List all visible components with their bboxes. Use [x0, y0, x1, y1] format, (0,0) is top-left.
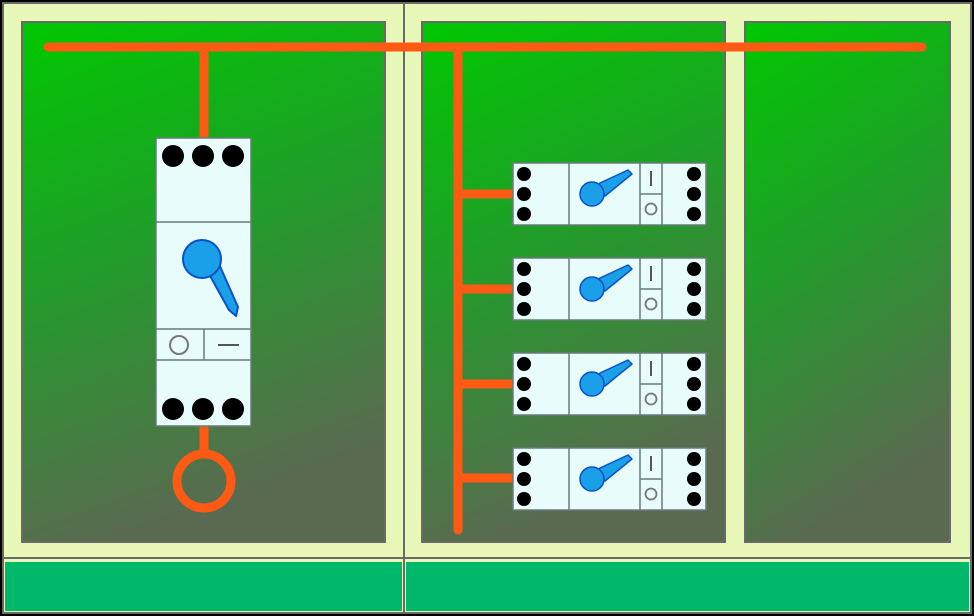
terminal-dot: [517, 207, 531, 221]
main-state-off-icon: [169, 335, 189, 355]
busbar: [43, 42, 927, 535]
terminal-dot: [517, 397, 531, 411]
base-strip-left: [5, 562, 402, 611]
base-strip-right: [406, 562, 969, 611]
branch-breaker-2[interactable]: [512, 257, 707, 321]
terminal-dot: [687, 187, 701, 201]
terminal-dot: [687, 452, 701, 466]
terminal-dot: [517, 187, 531, 201]
branch-breaker-1[interactable]: [512, 162, 707, 226]
branch-breaker-3[interactable]: [512, 352, 707, 416]
terminal-dot: [687, 492, 701, 506]
terminal-dot: [222, 145, 244, 167]
terminal-dot: [517, 262, 531, 276]
terminal-dot: [687, 167, 701, 181]
terminal-dot: [687, 282, 701, 296]
terminal-dot: [162, 145, 184, 167]
terminal-dot: [687, 377, 701, 391]
terminal-dot: [517, 452, 531, 466]
toggle-lever-icon[interactable]: [579, 264, 633, 302]
terminal-dot: [687, 357, 701, 371]
main-top-terminals: [162, 145, 244, 167]
terminal-dot: [687, 262, 701, 276]
terminal-dot: [517, 302, 531, 316]
terminal-dot: [162, 398, 184, 420]
terminal-dot: [192, 398, 214, 420]
terminal-dot: [192, 145, 214, 167]
terminal-dot: [687, 472, 701, 486]
terminal-dot: [517, 357, 531, 371]
main-isolator-switch[interactable]: [155, 137, 252, 427]
panel-right: [744, 21, 951, 543]
breaker-state-off-icon: [644, 487, 658, 501]
terminal-dot: [517, 167, 531, 181]
terminal-dot: [687, 302, 701, 316]
branch-breaker-4[interactable]: [512, 447, 707, 511]
branch-breakers: [512, 162, 707, 511]
breaker-state-off-icon: [644, 297, 658, 311]
toggle-lever-icon[interactable]: [579, 359, 633, 397]
terminal-dot: [687, 207, 701, 221]
terminal-dot: [517, 472, 531, 486]
main-bottom-terminals: [162, 398, 244, 420]
terminal-dot: [517, 282, 531, 296]
terminal-dot: [517, 492, 531, 506]
ring-terminal-icon: [172, 449, 236, 513]
breaker-state-off-icon: [644, 202, 658, 216]
rotary-handle-icon[interactable]: [182, 239, 239, 317]
terminal-dot: [222, 398, 244, 420]
terminal-dot: [517, 377, 531, 391]
toggle-lever-icon[interactable]: [579, 169, 633, 207]
toggle-lever-icon[interactable]: [579, 454, 633, 492]
breaker-state-off-icon: [644, 392, 658, 406]
terminal-dot: [687, 397, 701, 411]
